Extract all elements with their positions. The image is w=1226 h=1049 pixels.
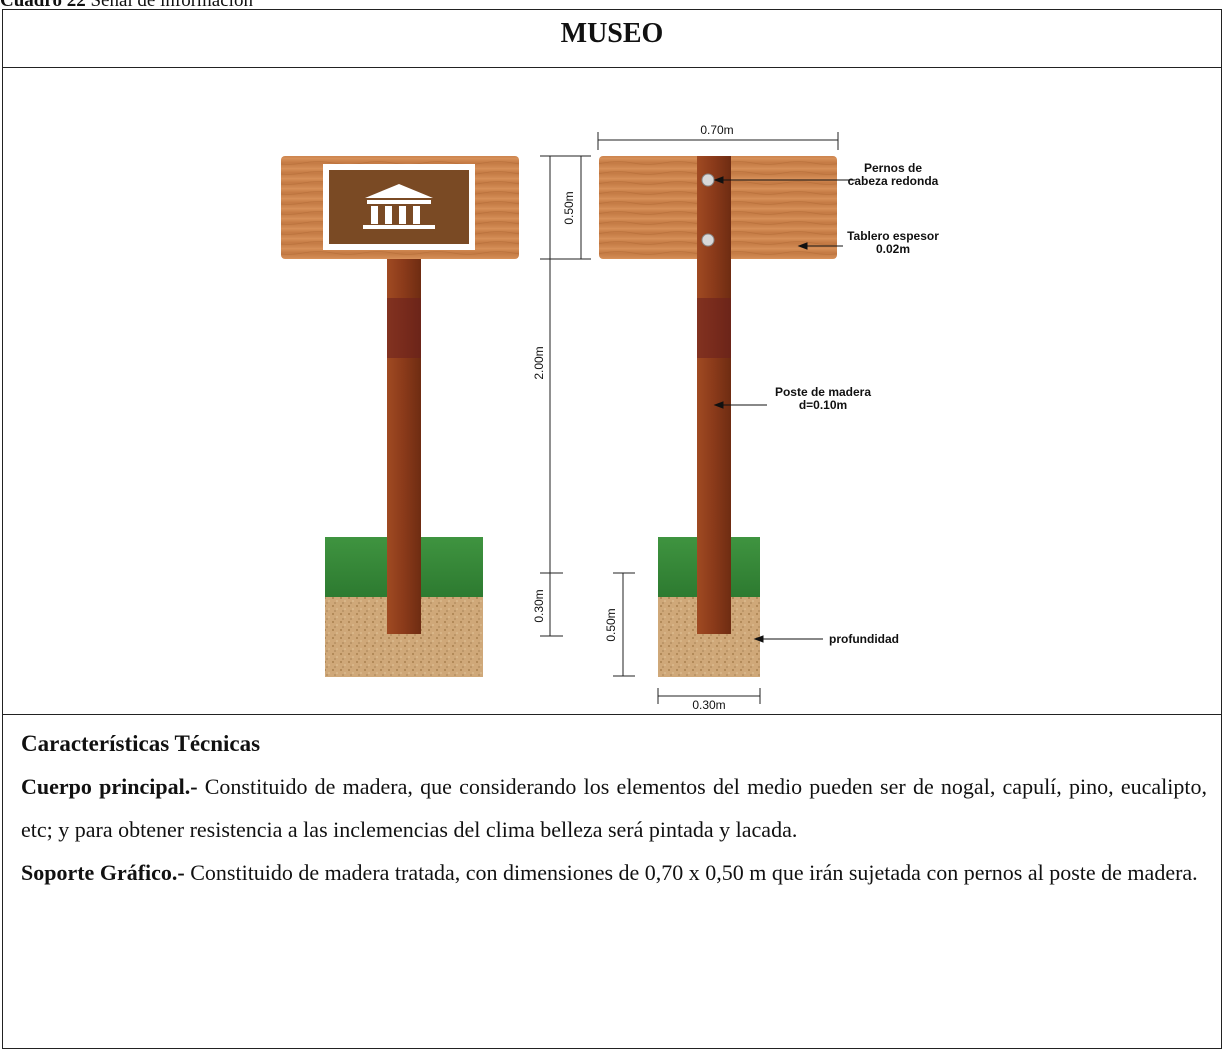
specs-section: Características Técnicas Cuerpo principa… (21, 722, 1207, 894)
graphic-label: Soporte Gráfico.- (21, 860, 185, 885)
dim-width: 0.70m (700, 123, 733, 137)
dimension-lines (540, 132, 839, 704)
museum-icon (323, 164, 475, 250)
label-board-1: Tablero espesor (847, 229, 939, 243)
caption-text: Señal de información (85, 0, 253, 11)
front-view (281, 156, 519, 677)
label-depth: profundidad (829, 632, 899, 646)
bolt-top (701, 173, 715, 187)
dim-board-height: 0.50m (562, 191, 576, 224)
figure-caption: Cuadro 22 Señal de información (0, 0, 253, 12)
label-bolts-2: cabeza redonda (848, 174, 939, 188)
body-text: Constituido de madera, que considerando … (21, 774, 1208, 842)
label-bolts-1: Pernos de (864, 161, 922, 175)
dim-post-height: 2.00m (532, 346, 546, 379)
caption-prefix: Cuadro 22 (0, 0, 86, 11)
dim-depth-right: 0.50m (604, 608, 618, 641)
back-view (599, 156, 837, 677)
body-label: Cuerpo principal.- (21, 774, 198, 799)
title-row: MUSEO (3, 10, 1221, 68)
sign-diagram: 0.50m 2.00m 0.30m 0.50m 0.70m 0.30m (3, 68, 1221, 715)
post-back (697, 156, 731, 634)
dim-depth-left: 0.30m (532, 589, 546, 622)
label-post-1: Poste de madera (775, 385, 871, 399)
sign-table: MUSEO (2, 9, 1222, 1049)
label-board-2: 0.02m (876, 242, 910, 256)
sign-title: MUSEO (560, 18, 664, 49)
specs-graphic-paragraph: Soporte Gráfico.- Constituido de madera … (21, 851, 1207, 894)
graphic-text: Constituido de madera tratada, con dimen… (184, 860, 1198, 885)
bolt-bottom (701, 233, 715, 247)
label-post-2: d=0.10m (799, 398, 847, 412)
sign-diagram-svg: 0.50m 2.00m 0.30m 0.50m 0.70m 0.30m (281, 123, 939, 712)
callouts (713, 176, 855, 643)
specs-heading: Características Técnicas (21, 731, 261, 756)
dim-base-width: 0.30m (692, 698, 725, 712)
specs-body-paragraph: Cuerpo principal.- Constituido de madera… (21, 765, 1207, 851)
